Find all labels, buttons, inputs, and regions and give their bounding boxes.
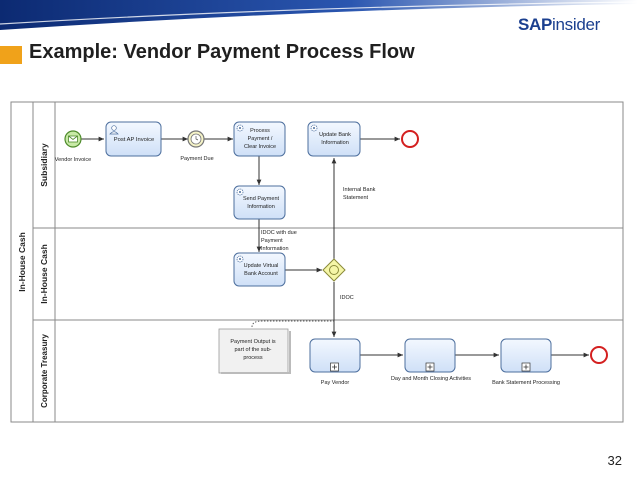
task-post-ap-label: Post AP Invoice (114, 137, 155, 143)
annotation-idoc-due-line2: Payment (261, 238, 283, 244)
timer-event-label: Payment Due (180, 156, 213, 162)
note-line3: process (243, 355, 263, 361)
task-process-payment-line1: Process (250, 128, 270, 134)
lane-label-subsidiary: Subsidiary (39, 143, 49, 187)
user-icon (109, 125, 119, 135)
pool-label: In-House Cash (17, 232, 27, 292)
note-association (251, 320, 334, 328)
note-annotation: Payment Output is part of the sub- proce… (218, 328, 291, 374)
task-update-bank-line2: Information (321, 140, 349, 146)
task-send-payment-line1: Send Payment (243, 196, 280, 202)
plus-icon (521, 362, 531, 372)
bank-statement-label: Bank Statement Processing (492, 380, 560, 386)
brand-bold: SAP (517, 15, 553, 34)
gear-icon (236, 124, 244, 132)
subprocess-bank-statement[interactable] (500, 338, 552, 373)
start-event[interactable] (64, 130, 82, 148)
annotation-idoc-due-line3: Information (261, 246, 289, 252)
task-update-virtual-line1: Update Virtual (244, 263, 279, 269)
page-number: 32 (607, 453, 622, 468)
task-update-virtual-line2: Bank Account (244, 271, 278, 277)
annotation-idoc: IDOC (340, 295, 354, 301)
plus-icon (330, 362, 339, 372)
gear-icon (310, 124, 318, 132)
task-process-payment-line2: Payment / (248, 136, 273, 142)
slide-title: Example: Vendor Payment Process Flow (29, 41, 415, 63)
gear-icon (236, 255, 244, 263)
annotation-internal-bank-line2: Statement (343, 195, 369, 201)
lane-label-in-house-cash: In-House Cash (39, 244, 49, 304)
note-line1: Payment Output is (230, 339, 275, 345)
task-update-bank-information[interactable]: Update Bank Information (307, 121, 361, 157)
brand-light: insider (552, 15, 600, 34)
header-banner (0, 0, 638, 30)
subprocess-day-month-closing[interactable] (404, 338, 456, 373)
subprocess-pay-vendor[interactable] (309, 338, 361, 373)
task-process-payment-line3: Clear Invoice (244, 144, 276, 150)
title-accent-bar (0, 46, 22, 64)
plus-icon (425, 362, 435, 372)
end-event-treasury[interactable] (590, 346, 608, 364)
gear-icon (236, 188, 244, 196)
task-update-bank-line1: Update Bank (319, 132, 351, 138)
annotation-internal-bank-line1: Internal Bank (343, 187, 376, 193)
parallel-gateway[interactable] (322, 258, 346, 282)
task-process-payment[interactable]: Process Payment / Clear Invoice (233, 121, 286, 157)
lane-label-corporate-treasury: Corporate Treasury (40, 334, 49, 408)
pay-vendor-label: Pay Vendor (321, 380, 350, 386)
day-month-label: Day and Month Closing Activities (391, 376, 471, 382)
timer-event[interactable] (187, 130, 205, 148)
annotation-idoc-due-line1: IDOC with due (261, 230, 297, 236)
start-event-label: Vendor Invoice (55, 157, 91, 163)
task-send-payment-information[interactable]: Send Payment Information (233, 185, 286, 220)
task-update-virtual-bank-account[interactable]: Update Virtual Bank Account (233, 252, 286, 287)
task-send-payment-line2: Information (247, 204, 275, 210)
brand-logo: SAPinsider (518, 15, 600, 35)
end-event-subsidiary[interactable] (401, 130, 419, 148)
task-post-ap-invoice[interactable]: Post AP Invoice (105, 121, 162, 157)
gateway-circle-icon (329, 265, 339, 275)
note-line2: part of the sub- (235, 347, 272, 353)
